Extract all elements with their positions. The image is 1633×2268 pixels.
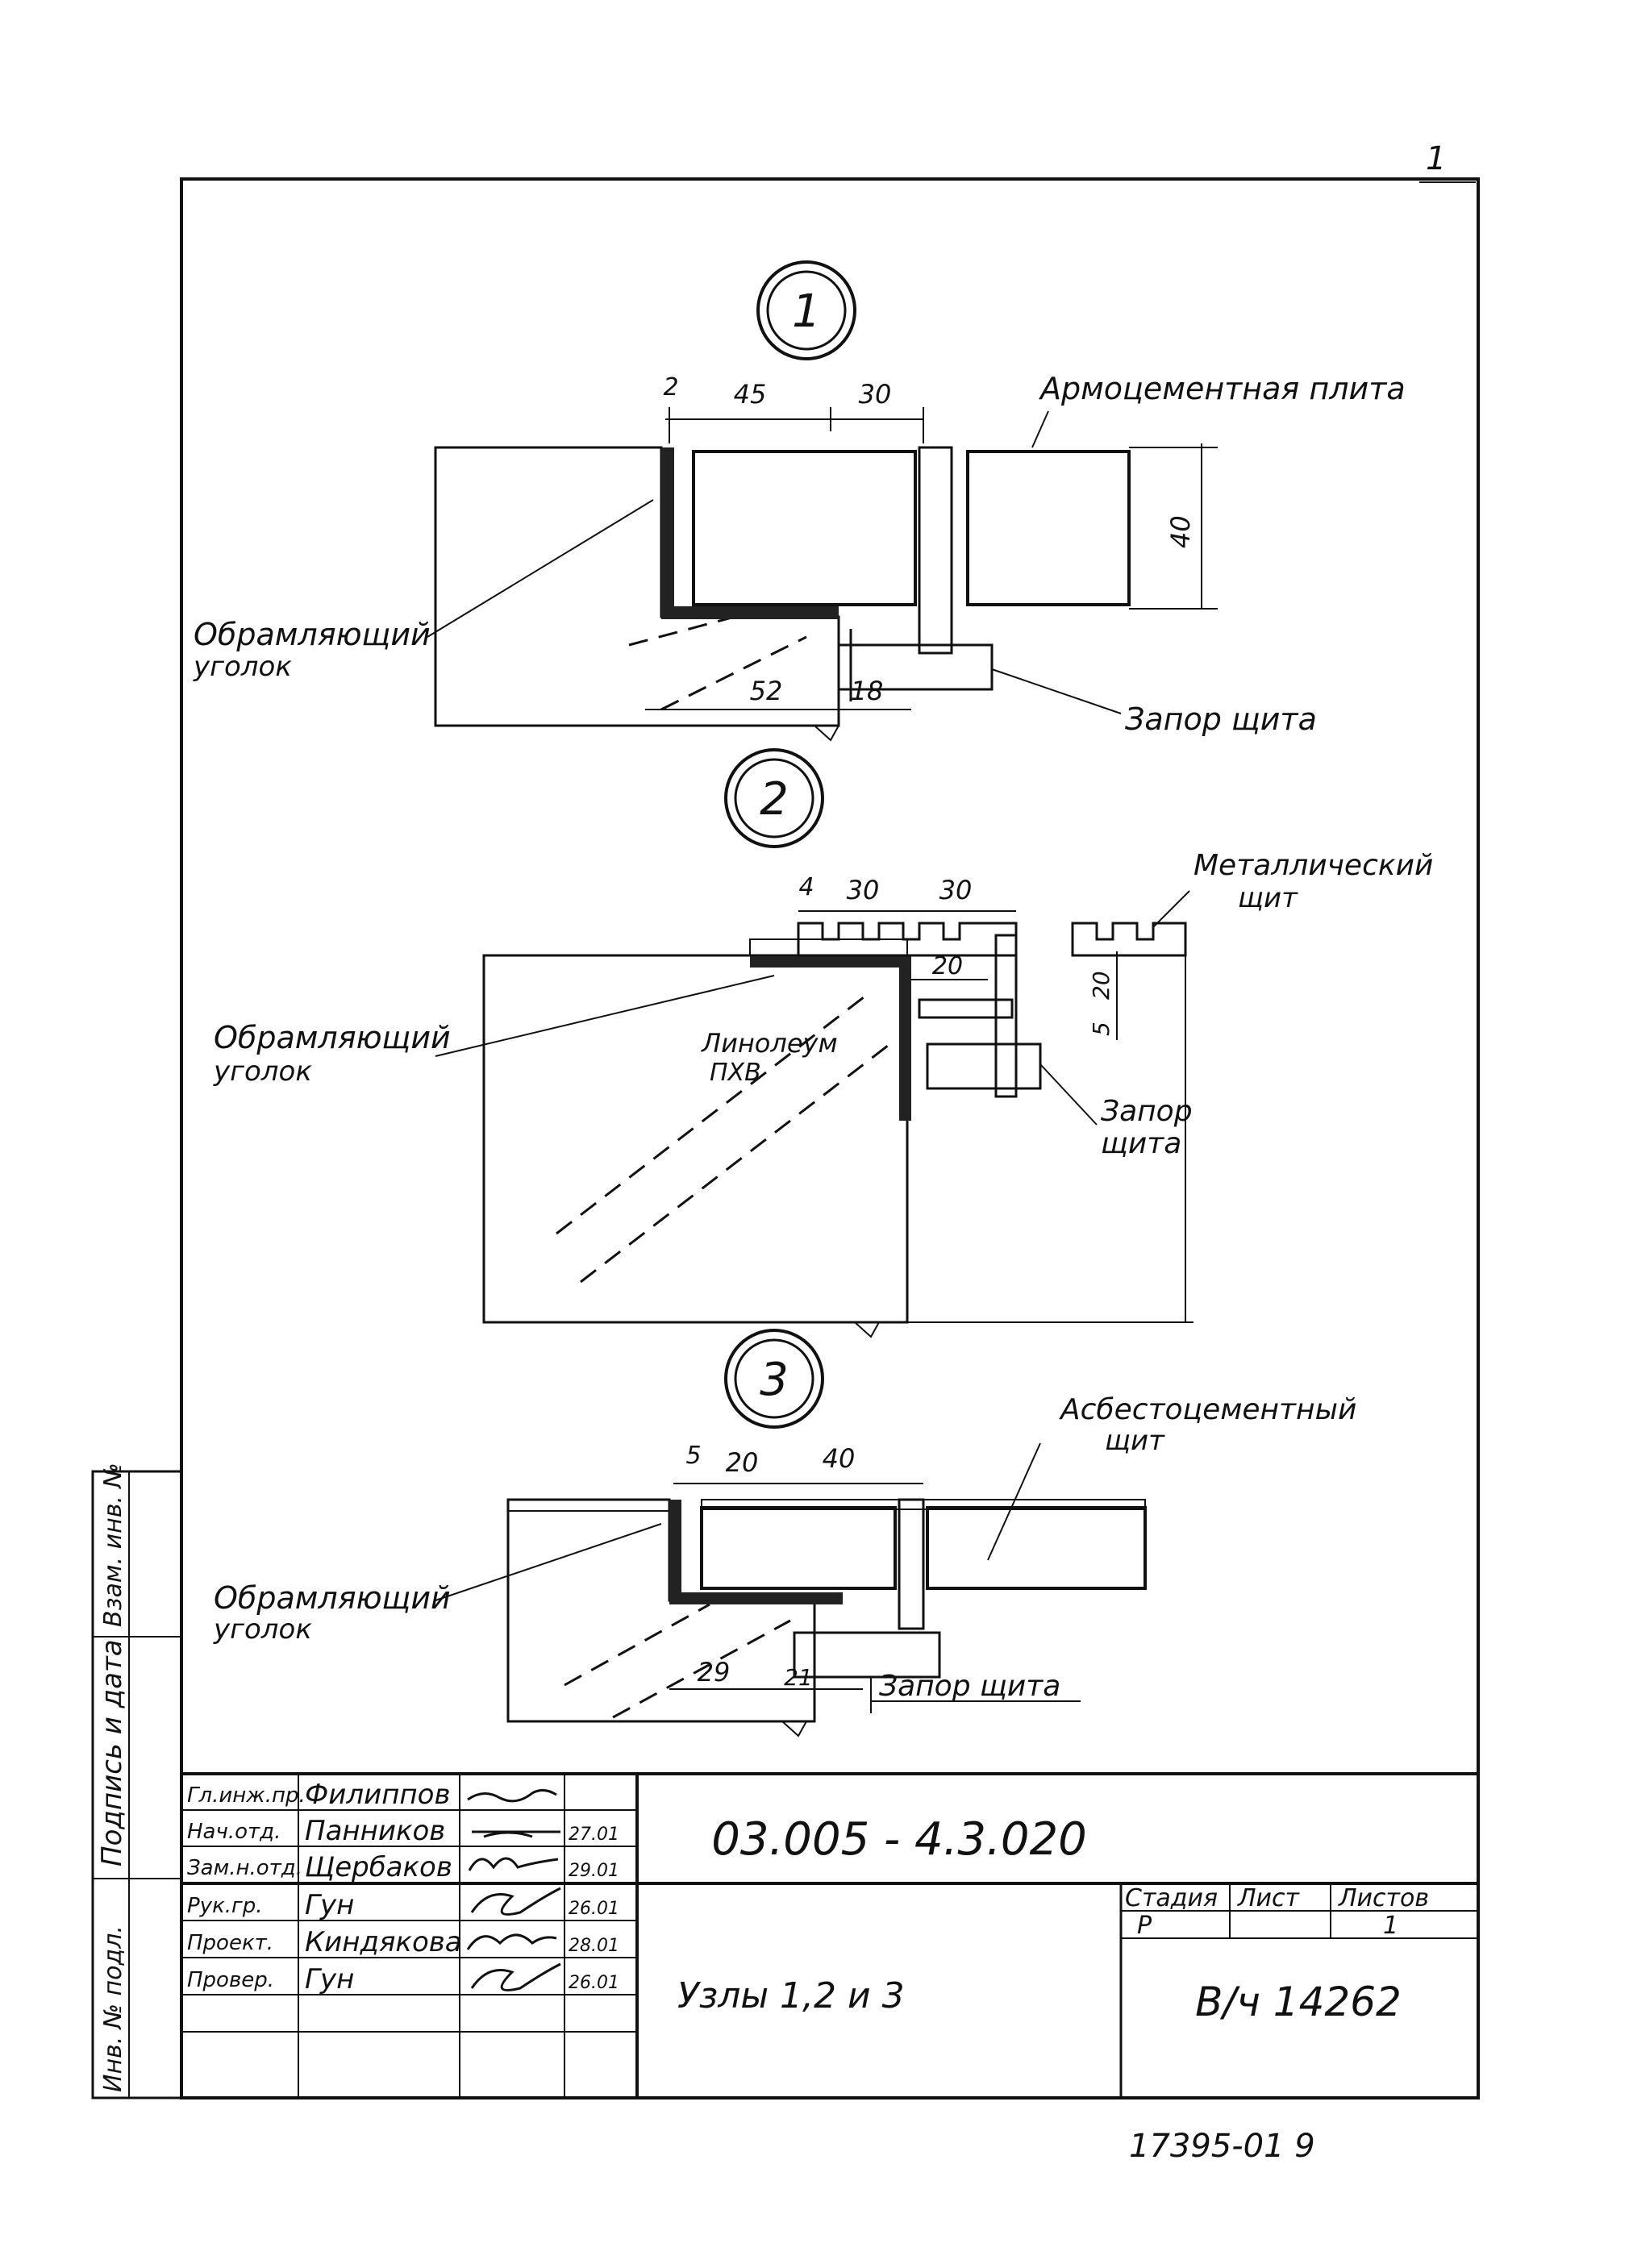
person-role: Нач.отд. <box>187 1820 281 1844</box>
person-date: 26.01 <box>569 1973 619 1993</box>
footer-number: 17395-01 9 <box>1129 2128 1315 2165</box>
organization: В/ч 14262 <box>1195 1979 1402 2025</box>
stage-value: Р <box>1137 1912 1152 1940</box>
person-date: 27.01 <box>569 1825 619 1845</box>
page-mark: 1 <box>1426 140 1446 177</box>
detail-1-angle-label-1: Обрамляющий <box>194 617 431 652</box>
detail-3-marker <box>724 1329 824 1429</box>
detail-3-lock <box>793 1631 941 1679</box>
stamp-replaces-inventory: Взам. инв. № <box>99 1463 127 1627</box>
person-date: 26.01 <box>569 1899 619 1919</box>
detail-2-shield-leader <box>1152 890 1190 928</box>
detail-1-framing-angle <box>661 447 839 619</box>
detail-1-lock-leader <box>991 668 1122 714</box>
title-block: 03.005 - 4.3.020 Узлы 1,2 и 3 Стадия Лис… <box>180 1772 1480 2099</box>
detail-3-framing-angle <box>669 1500 843 1604</box>
people-table: Гл.инж.пр. Филиппов Нач.отд. Панников 27… <box>187 1779 619 1995</box>
detail-2-linoleum-label-1: Линолеум <box>701 1028 838 1059</box>
sheets-header: Листов <box>1338 1884 1429 1912</box>
person-date: 28.01 <box>569 1936 619 1956</box>
detail-3-dim-5: 5 <box>685 1442 701 1470</box>
detail-2-dim-4: 4 <box>798 873 814 901</box>
sheets-value: 1 <box>1383 1912 1398 1940</box>
detail-2-lock-leader <box>1039 1063 1098 1126</box>
detail-2-angle-leader <box>435 975 775 1057</box>
detail-1-plate-left <box>692 450 917 606</box>
person-name: Гун <box>305 1963 354 1995</box>
detail-2-linoleum-label-2: ПХВ <box>710 1059 761 1087</box>
person-role: Проект. <box>187 1931 273 1955</box>
detail-1: 1 2 45 30 40 52 18 <box>193 260 1406 742</box>
detail-2-shield-label-2: щит <box>1238 882 1298 914</box>
person-name: Филиппов <box>305 1779 451 1811</box>
detail-1-angle-label-2: уголок <box>193 651 292 683</box>
detail-2-dim-5: 5 <box>1088 1022 1114 1036</box>
detail-2-dim-30b: 30 <box>939 875 973 905</box>
detail-1-dim-40: 40 <box>1165 515 1196 548</box>
detail-1-plate-right <box>966 450 1131 606</box>
person-role: Рук.гр. <box>187 1894 262 1918</box>
detail-1-dim-18: 18 <box>851 676 884 706</box>
detail-2-number: 2 <box>760 773 789 826</box>
detail-1-dim-30: 30 <box>859 379 892 410</box>
detail-1-plate-label: Армоцементная плита <box>1038 371 1406 406</box>
detail-2-angle-label-2: уголок <box>213 1055 312 1088</box>
detail-1-angle-leader <box>427 499 654 638</box>
detail-3-shield-left <box>700 1506 897 1590</box>
detail-2-dim-20v: 20 <box>1088 971 1114 1000</box>
detail-1-dim-52: 52 <box>750 676 783 706</box>
sheet-title: Узлы 1,2 и 3 <box>677 1975 905 2016</box>
stamp-signature-date: Подпись и дата <box>96 1639 128 1866</box>
detail-2-lock-label-1: Запор <box>1101 1095 1193 1128</box>
document-code: 03.005 - 4.3.020 <box>711 1813 1087 1866</box>
detail-2-lock-label-2: щита <box>1101 1127 1181 1160</box>
detail-3-shield-label-1: Асбестоцементный <box>1059 1393 1356 1426</box>
detail-3-shield-leader <box>987 1442 1041 1561</box>
detail-3-concrete <box>506 1498 816 1723</box>
detail-1-number: 1 <box>792 285 821 338</box>
person-name: Щербаков <box>305 1851 452 1883</box>
detail-2-linoleum <box>749 938 908 956</box>
detail-3-dim-20: 20 <box>726 1447 759 1478</box>
person-name: Киндякова <box>305 1926 462 1958</box>
detail-2-metal-shield <box>797 922 1018 957</box>
detail-1-lock-label: Запор щита <box>1125 701 1317 737</box>
detail-2-marker <box>724 748 824 848</box>
detail-3-shield-label-2: щит <box>1105 1425 1165 1457</box>
person-name: Панников <box>305 1815 445 1847</box>
detail-3-angle-label-2: уголок <box>213 1613 312 1646</box>
person-name: Гун <box>305 1889 354 1921</box>
detail-3-dim-29: 29 <box>698 1657 731 1687</box>
stage-header: Стадия <box>1125 1884 1218 1912</box>
detail-3-number: 3 <box>760 1354 789 1406</box>
detail-3-dim-40: 40 <box>823 1443 856 1474</box>
detail-2-dim-20: 20 <box>932 952 963 980</box>
person-date: 29.01 <box>569 1861 619 1881</box>
detail-1-plate-leader <box>1031 410 1049 448</box>
detail-3-lock-label: Запор щита <box>879 1670 1060 1703</box>
detail-2-angle-label-1: Обрамляющий <box>214 1020 451 1055</box>
person-role: Гл.инж.пр. <box>187 1783 306 1808</box>
detail-1-dim-45: 45 <box>734 379 767 410</box>
detail-2: 2 4 30 30 20 5 20 Металлический щит Об <box>213 748 1433 1338</box>
sheet-header: Лист <box>1237 1884 1301 1912</box>
detail-3-angle-label-1: Обрамляющий <box>214 1580 451 1616</box>
detail-3-angle-leader <box>435 1523 662 1601</box>
signatures <box>466 1789 561 1991</box>
detail-2-dim-30a: 30 <box>847 875 880 905</box>
detail-1-lock <box>837 643 994 691</box>
detail-3-shield-right <box>926 1506 1147 1590</box>
detail-3-dim-21: 21 <box>784 1664 813 1691</box>
detail-1-marker <box>756 260 856 360</box>
detail-3: 3 5 20 40 29 21 Асбестоцементный щит Обр… <box>213 1329 1356 1737</box>
detail-1-dim-2: 2 <box>663 373 678 402</box>
person-role: Провер. <box>187 1968 274 1992</box>
person-role: Зам.н.отд. <box>187 1856 302 1880</box>
detail-2-shield-label-1: Металлический <box>1194 849 1433 882</box>
stamp-inventory-original: Инв. № подл. <box>99 1925 127 2092</box>
detail-2-concrete <box>482 954 909 1324</box>
detail-2-lock <box>926 1042 1042 1090</box>
